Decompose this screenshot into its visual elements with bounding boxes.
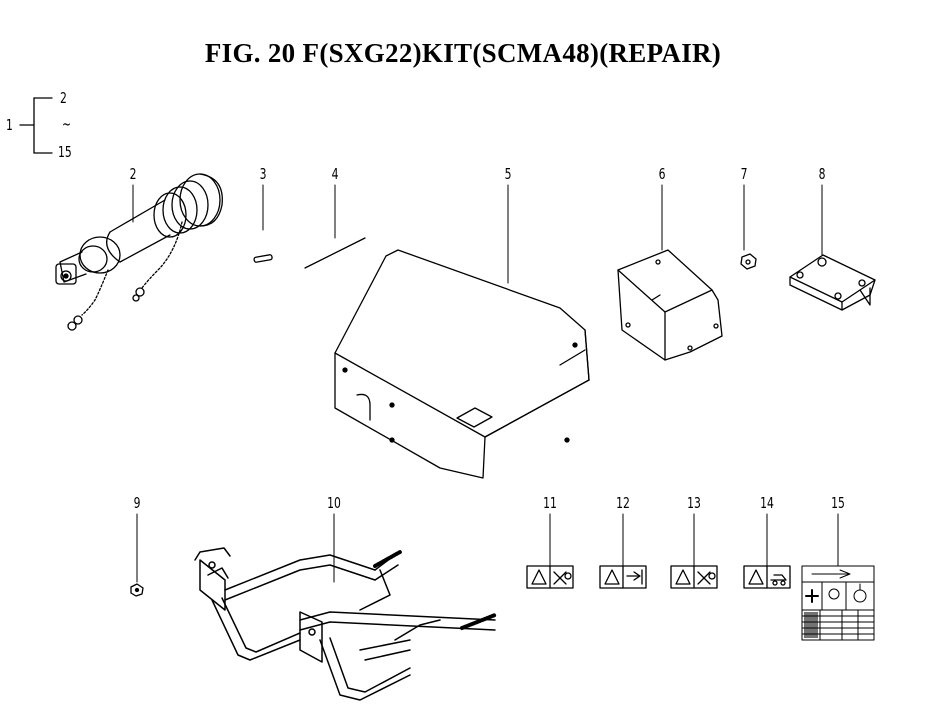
assembly-bracket <box>19 97 53 154</box>
callout-9: 9 <box>133 494 141 512</box>
assembly-range-mark: ~ <box>62 115 72 133</box>
callout-6: 6 <box>658 165 666 183</box>
mounting-plate <box>789 254 876 311</box>
nut <box>740 253 757 270</box>
callout-15: 15 <box>831 494 845 512</box>
pin <box>253 254 273 263</box>
warning-label-12 <box>599 565 647 589</box>
callout-14: 14 <box>760 494 774 512</box>
warning-label-14 <box>743 565 791 589</box>
warning-label-13 <box>670 565 718 589</box>
instruction-decal <box>801 565 875 641</box>
callout-7: 7 <box>740 165 748 183</box>
callout-13: 13 <box>687 494 701 512</box>
pto-shaft <box>55 173 223 331</box>
assembly-parent-label: 1 <box>6 116 13 134</box>
warning-label-11 <box>526 565 574 589</box>
leader-lines <box>132 184 839 583</box>
callout-8: 8 <box>818 165 826 183</box>
assembly-last-label: 15 <box>58 143 72 161</box>
callout-2: 2 <box>129 165 137 183</box>
bolt <box>130 583 144 597</box>
callout-12: 12 <box>616 494 630 512</box>
frame-assembly <box>194 547 497 701</box>
callout-10: 10 <box>327 494 341 512</box>
cover <box>334 249 590 479</box>
callout-5: 5 <box>504 165 512 183</box>
rod <box>304 237 366 269</box>
callout-11: 11 <box>543 494 557 512</box>
callout-4: 4 <box>331 165 339 183</box>
callout-3: 3 <box>259 165 267 183</box>
bracket <box>617 249 723 361</box>
figure-title: FIG. 20 F(SXG22)KIT(SCMA48)(REPAIR) <box>204 38 722 68</box>
assembly-first-label: 2 <box>60 89 67 107</box>
